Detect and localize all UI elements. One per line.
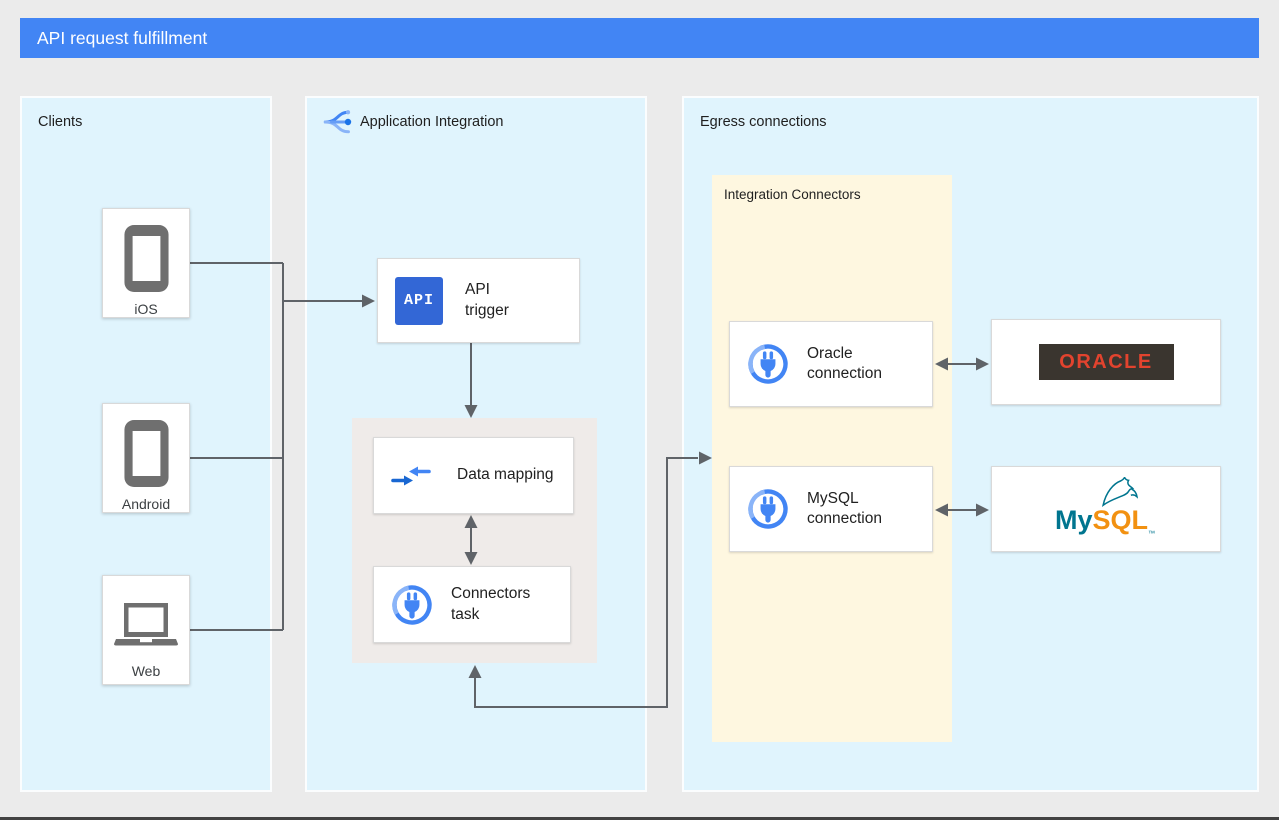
api-trigger-label: API trigger xyxy=(465,281,509,319)
window-bottom-edge xyxy=(0,817,1279,820)
egress-panel-title: Egress connections xyxy=(700,114,827,130)
application-integration-panel-title: Application Integration xyxy=(360,114,504,130)
oracle-logo: ORACLE xyxy=(1038,344,1174,380)
mysql-dolphin-icon xyxy=(1101,477,1139,508)
web-label: Web xyxy=(131,663,161,679)
mysql-logo-tm: ™ xyxy=(1148,530,1156,538)
oracle-logo-text: ORACLE xyxy=(1059,350,1153,373)
connector-plug-icon xyxy=(748,344,788,384)
smartphone-icon xyxy=(123,419,169,488)
connectors-task-label: Connectors task xyxy=(451,585,531,623)
data-mapping-node: Data mapping xyxy=(373,437,574,514)
diagram-title-bar: API request fulfillment xyxy=(20,18,1259,58)
api-trigger-icon: API xyxy=(395,276,443,325)
oracle-database-node: ORACLE xyxy=(991,319,1221,405)
diagram-title: API request fulfillment xyxy=(37,27,208,48)
mysql-connection-node: MySQL connection xyxy=(729,466,933,552)
mysql-logo: MySQL™ xyxy=(1041,477,1171,541)
laptop-icon xyxy=(114,603,178,646)
data-mapping-arrows-icon xyxy=(391,466,431,485)
oracle-connection-node: Oracle connection xyxy=(729,321,933,407)
integration-connectors-group: Integration Connectors xyxy=(712,175,952,742)
data-mapping-label: Data mapping xyxy=(457,466,554,484)
ios-label: iOS xyxy=(134,301,158,317)
clients-panel-title: Clients xyxy=(38,114,83,130)
api-trigger-node: API API trigger xyxy=(377,258,580,343)
android-client-node: Android xyxy=(102,403,190,513)
mysql-database-node: MySQL™ xyxy=(991,466,1221,552)
integration-connectors-title: Integration Connectors xyxy=(724,187,861,202)
mysql-logo-text: MySQL™ xyxy=(1055,505,1155,537)
ios-client-node: iOS xyxy=(102,208,190,318)
mysql-logo-my: My xyxy=(1055,505,1093,535)
connector-plug-icon xyxy=(748,489,788,529)
mysql-connection-label: MySQL connection xyxy=(807,489,882,527)
android-label: Android xyxy=(121,496,171,512)
connector-plug-icon xyxy=(392,584,432,625)
smartphone-icon xyxy=(123,224,169,293)
oracle-connection-label: Oracle connection xyxy=(807,344,882,382)
application-integration-icon xyxy=(323,110,352,134)
mysql-logo-sql: SQL xyxy=(1092,505,1149,535)
connectors-task-node: Connectors task xyxy=(373,566,571,643)
web-client-node: Web xyxy=(102,575,190,685)
